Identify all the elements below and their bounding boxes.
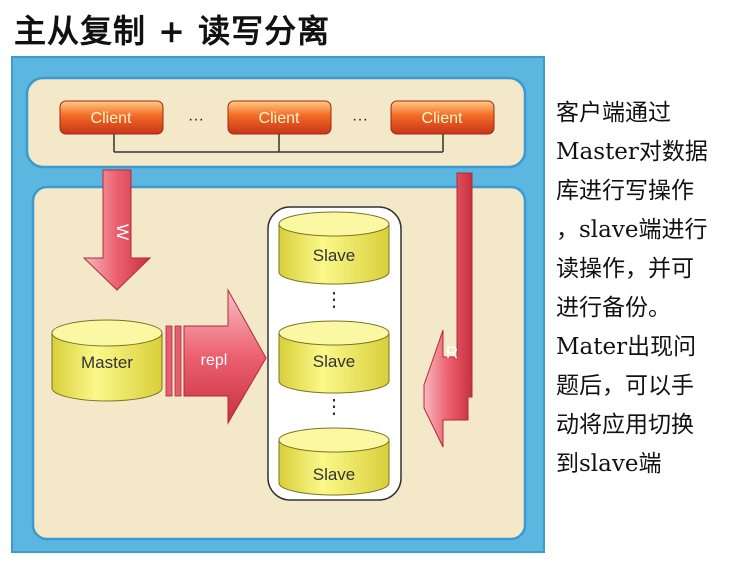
page-title: 主从复制 + 读写分离 [14, 12, 331, 50]
slave-database-1: Slave [278, 211, 390, 285]
description-line-1: 客户端通过 [556, 100, 671, 126]
replication-label: repl [201, 352, 228, 369]
client-ellipsis-1: ··· [188, 111, 204, 128]
client-label-2: Client [259, 110, 300, 127]
client-ellipsis-2: ··· [352, 111, 368, 128]
client-connector [113, 134, 444, 153]
client-box-2: Client [227, 100, 332, 135]
client-label-1: Client [91, 110, 132, 127]
replication-arrow: repl [165, 288, 267, 425]
description-line-5: 读操作，并可 [556, 256, 694, 282]
write-label: W [113, 224, 132, 240]
read-label: R [446, 343, 458, 362]
master-label: Master [81, 353, 133, 372]
master-database: Master [51, 319, 163, 402]
client-label-3: Client [422, 110, 463, 127]
slave-label-2: Slave [313, 352, 356, 371]
slave-database-2: Slave [278, 320, 390, 394]
client-box-1: Client [59, 100, 164, 135]
slave-label-1: Slave [313, 246, 356, 265]
slave-database-3: Slave [278, 427, 390, 496]
slave-label-3: Slave [313, 465, 356, 484]
slave-dots-2: ⋮ [324, 396, 344, 418]
description-line-6: 进行备份。 [556, 295, 671, 321]
read-arrow: R [423, 172, 473, 448]
description-line-4: ，slave端进行 [556, 217, 708, 243]
slave-dots-1: ⋮ [324, 289, 344, 311]
write-arrow: W [82, 169, 152, 291]
description-line-7: Mater出现问 [556, 334, 697, 360]
description-line-8: 题后，可以手 [556, 373, 694, 399]
description-line-9: 动将应用切换 [556, 412, 694, 438]
client-box-3: Client [390, 100, 495, 135]
description-text: 客户端通过 Master对数据 库进行写操作 ，slave端进行 读操作，并可 … [556, 94, 746, 484]
description-line-3: 库进行写操作 [556, 178, 694, 204]
description-line-10: 到slave端 [556, 451, 662, 477]
description-line-2: Master对数据 [556, 139, 708, 165]
